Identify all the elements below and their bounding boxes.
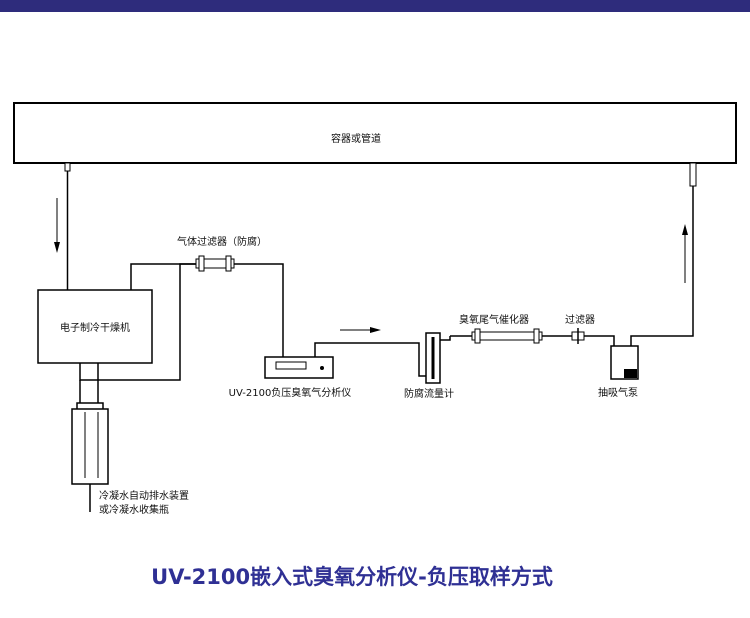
line-dryer-drain [79,263,196,381]
line-pump-to-container [630,186,694,346]
sampling-port [64,162,71,290]
condensate-collector [71,402,109,512]
flowmeter-label: 防腐流量计 [404,387,454,400]
gas-filter-label: 气体过滤器（防腐） [177,235,267,248]
catalyst-label: 臭氧尾气催化器 [459,313,529,326]
flowmeter [418,332,451,384]
line-filter-to-analyzer [234,263,284,357]
flow-arrow-right [340,327,381,333]
top-band [0,0,750,12]
analyzer-device [264,356,334,379]
container-box [13,102,737,164]
line-dryer-to-filter [130,263,196,290]
dryer-label: 电子制冷干燥机 [60,321,130,334]
pump [610,345,639,380]
container-label: 容器或管道 [331,132,381,145]
line-analyzer-to-flowmeter [314,342,420,357]
small-filter [571,328,585,344]
drain-label-line2: 或冷凝水收集瓶 [99,503,169,516]
diagram-title: UV-2100嵌入式臭氧分析仪-负压取样方式 [151,565,553,589]
dryer-box [37,289,153,364]
catalyst [471,328,543,344]
line-filter-to-pump [584,335,615,346]
gas-filter [195,255,235,272]
filter-label: 过滤器 [565,313,595,326]
flow-arrow-down [54,198,60,253]
pump-label: 抽吸气泵 [598,386,638,399]
return-port [689,162,697,187]
drain-label-line1: 冷凝水自动排水装置 [99,489,189,502]
flow-arrow-up [682,224,688,283]
analyzer-label: UV-2100负压臭氧气分析仪 [229,386,352,399]
